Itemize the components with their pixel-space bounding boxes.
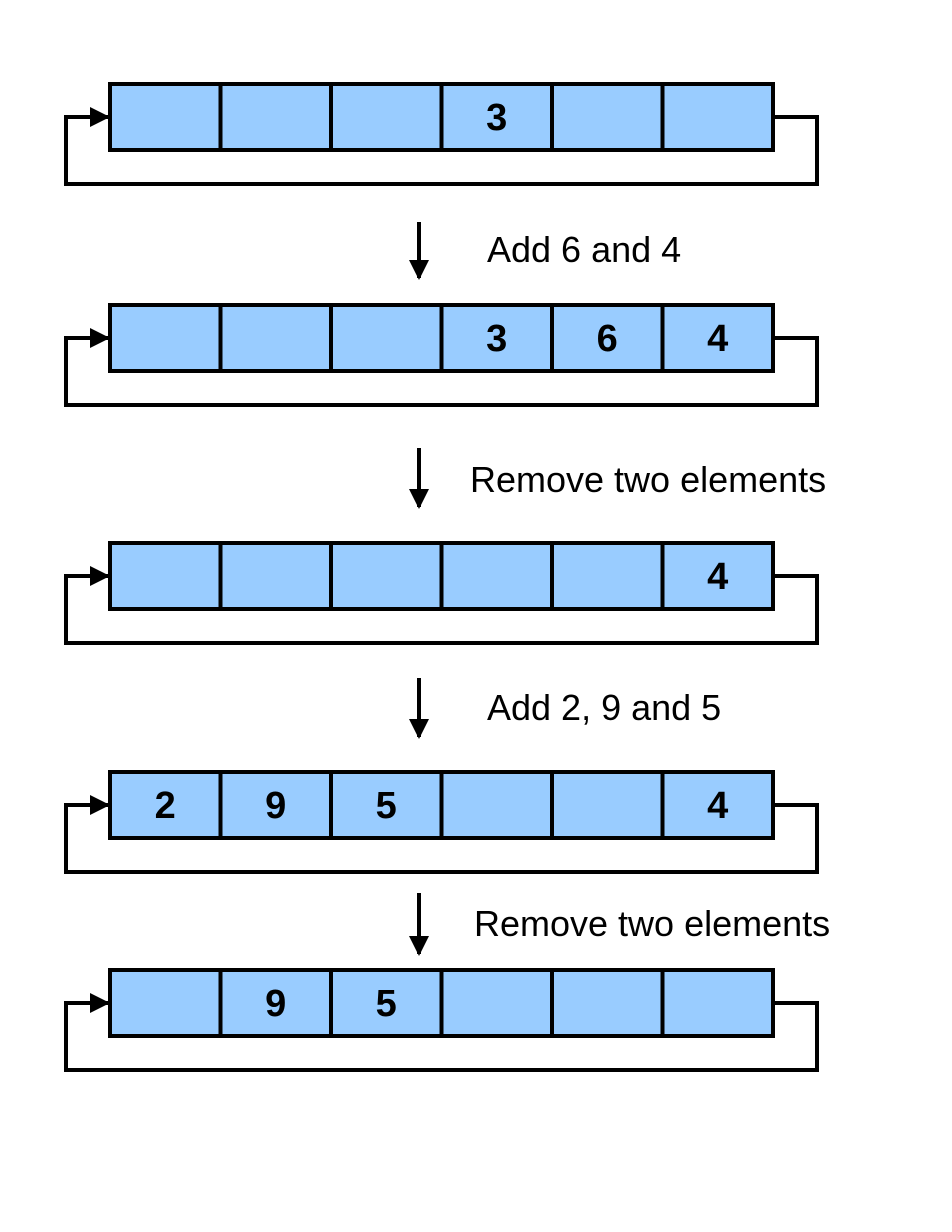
buffer-cell-box: [108, 303, 223, 373]
buffer-cell-box: [660, 968, 775, 1038]
buffer-cell-box: [329, 541, 444, 611]
buffer-cell-box: [550, 541, 665, 611]
step-transition: Add 2, 9 and 5: [409, 678, 721, 739]
ring-buffer: 2 9 5 4: [64, 770, 819, 874]
buffer-cell-box: [660, 82, 775, 152]
buffer-cell: 2: [108, 770, 223, 840]
buffer-cell: [660, 968, 775, 1038]
buffer-cell-value: 3: [486, 97, 507, 139]
step-label: Remove two elements: [474, 903, 830, 944]
buffer-cell: [550, 82, 665, 152]
buffer-cell: [218, 303, 333, 373]
buffer-cell-value: 9: [265, 983, 286, 1025]
ring-buffer: 3 6 4: [64, 303, 819, 407]
buffer-cell-box: [108, 541, 223, 611]
buffer-cell-box: [218, 82, 333, 152]
buffer-cell-box: [550, 770, 665, 840]
buffer-cell: [550, 770, 665, 840]
wrap-around-connector: [64, 993, 819, 1072]
buffer-cell: [439, 770, 554, 840]
buffer-cell: 4: [660, 303, 775, 373]
buffer-cell-box: [660, 303, 775, 373]
ring-buffer: 3: [64, 82, 819, 186]
buffer-cell-value: 4: [707, 556, 728, 598]
buffer-cell: 5: [329, 770, 444, 840]
buffer-cell: [550, 968, 665, 1038]
buffer-cell-box: [108, 770, 223, 840]
buffer-cell: 9: [218, 968, 333, 1038]
buffer-cell-box: [329, 82, 444, 152]
buffer-cell-box: [439, 968, 554, 1038]
buffer-cell-box: [218, 541, 333, 611]
step-transition: Remove two elements: [409, 448, 826, 509]
buffer-cell-value: 5: [376, 983, 397, 1025]
buffer-cell-box: [218, 303, 333, 373]
step-label: Add 6 and 4: [487, 229, 681, 270]
buffer-cell: [329, 303, 444, 373]
buffer-cell: 9: [218, 770, 333, 840]
wrap-around-connector: [64, 328, 819, 407]
buffer-cell-box: [108, 82, 223, 152]
buffer-cell-box: [439, 541, 554, 611]
buffer-cell-box: [660, 541, 775, 611]
buffer-cell: [108, 541, 223, 611]
buffer-cell-box: [550, 968, 665, 1038]
buffer-cell: 6: [550, 303, 665, 373]
wrap-around-connector: [64, 107, 819, 186]
buffer-cell-box: [550, 82, 665, 152]
buffer-cell-value: 4: [707, 785, 728, 827]
buffer-cell: [550, 541, 665, 611]
buffer-cell-box: [439, 770, 554, 840]
ring-buffer: 4: [64, 541, 819, 645]
buffer-cell: [108, 82, 223, 152]
wrap-around-connector: [64, 795, 819, 874]
buffer-cell-box: [550, 303, 665, 373]
buffer-cell-value: 3: [486, 318, 507, 360]
buffer-cell: [439, 968, 554, 1038]
buffer-cell-box: [660, 770, 775, 840]
buffer-cell: [108, 303, 223, 373]
buffer-cell: [329, 82, 444, 152]
buffer-cell: [329, 541, 444, 611]
buffer-cell: 3: [439, 82, 554, 152]
buffer-cell-value: 9: [265, 785, 286, 827]
step-transition: Remove two elements: [409, 893, 830, 956]
buffer-cell: 4: [660, 770, 775, 840]
buffer-cell-value: 5: [376, 785, 397, 827]
step-transition: Add 6 and 4: [409, 222, 681, 280]
buffer-cell-value: 4: [707, 318, 728, 360]
buffer-cell: 3: [439, 303, 554, 373]
buffer-cell: 4: [660, 541, 775, 611]
wrap-around-connector: [64, 566, 819, 645]
step-label: Remove two elements: [470, 459, 826, 500]
buffer-cell: [108, 968, 223, 1038]
buffer-cell: [439, 541, 554, 611]
buffer-cell: 5: [329, 968, 444, 1038]
step-label: Add 2, 9 and 5: [487, 687, 721, 728]
buffer-cell: [218, 541, 333, 611]
buffer-cell-value: 2: [155, 785, 176, 827]
buffer-cell-box: [329, 303, 444, 373]
buffer-cell: [218, 82, 333, 152]
buffer-cell-box: [329, 968, 444, 1038]
buffer-cell: [660, 82, 775, 152]
buffer-cell-value: 6: [597, 318, 618, 360]
buffer-cell-box: [108, 968, 223, 1038]
